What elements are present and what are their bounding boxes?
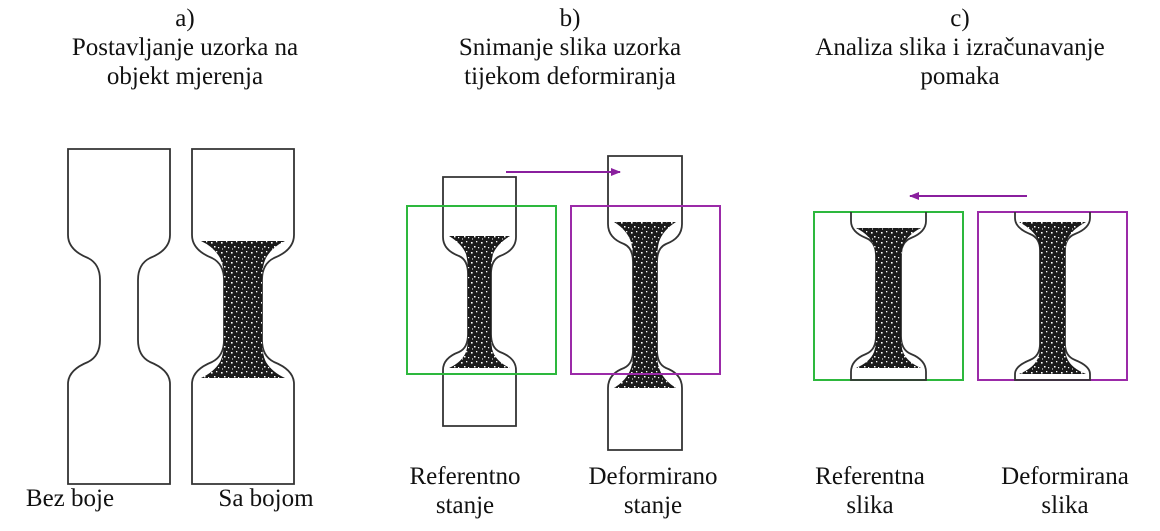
reference-image-speckle: [856, 228, 921, 368]
panel-c-title: Analiza slika i izračunavanje pomaka: [780, 33, 1140, 91]
label-referentno-line-1: Referentno: [409, 463, 521, 490]
label-deformirana-line-1: Deformirana: [1001, 463, 1129, 490]
panel-b: [406, 155, 721, 451]
label-referentna-line-1: Referentna: [815, 463, 925, 490]
panel-a: [67, 148, 295, 485]
deformed-image-specimen: [1014, 212, 1091, 381]
panel-c-title-line-1: Analiza slika i izračunavanje: [815, 34, 1105, 61]
panel-c: [813, 192, 1128, 381]
specimen-plain: [67, 148, 171, 485]
panel-a-title-line-1: Postavljanje uzorka na: [71, 34, 299, 61]
panel-a-title: Postavljanje uzorka na objekt mjerenja: [5, 33, 365, 91]
label-deformirano-stanje: Deformirano stanje: [568, 462, 738, 520]
label-referentno-stanje: Referentno stanje: [385, 462, 545, 520]
label-deformirana-line-2: slika: [1041, 492, 1089, 519]
panel-a-letter: a): [175, 5, 195, 32]
panel-b-title: Snimanje slika uzorka tijekom deformiran…: [390, 33, 750, 91]
panel-c-letter: c): [950, 5, 970, 32]
panel-a-title-line-2: objekt mjerenja: [106, 63, 264, 90]
deformed-specimen: [607, 155, 683, 451]
label-deformirano-line-2: stanje: [623, 492, 683, 519]
deformed-frame: [570, 205, 721, 375]
label-deformirana-slika: Deformirana slika: [980, 462, 1150, 520]
panel-c-title-line-2: pomaka: [920, 63, 1000, 90]
reference-specimen: [442, 176, 517, 427]
label-deformirano-line-1: Deformirano: [588, 463, 718, 490]
label-referentna-slika: Referentna slika: [790, 462, 950, 520]
deformed-image-speckle: [1019, 222, 1086, 374]
label-referentno-line-2: stanje: [435, 492, 495, 519]
panel-b-letter: b): [559, 5, 581, 32]
label-sa-bojom: Sa bojom: [218, 485, 314, 512]
reference-frame: [406, 205, 557, 375]
specimen-painted: [191, 148, 295, 485]
label-bez-boje: Bez boje: [25, 485, 115, 512]
panel-b-title-line-1: Snimanje slika uzorka: [458, 34, 682, 61]
speckle-pattern: [201, 241, 285, 378]
panel-b-title-line-2: tijekom deformiranja: [464, 63, 676, 90]
reference-image-specimen: [850, 212, 927, 381]
deformed-speckle: [614, 222, 676, 388]
label-referentna-line-2: slika: [846, 492, 894, 519]
reference-speckle: [449, 236, 510, 368]
